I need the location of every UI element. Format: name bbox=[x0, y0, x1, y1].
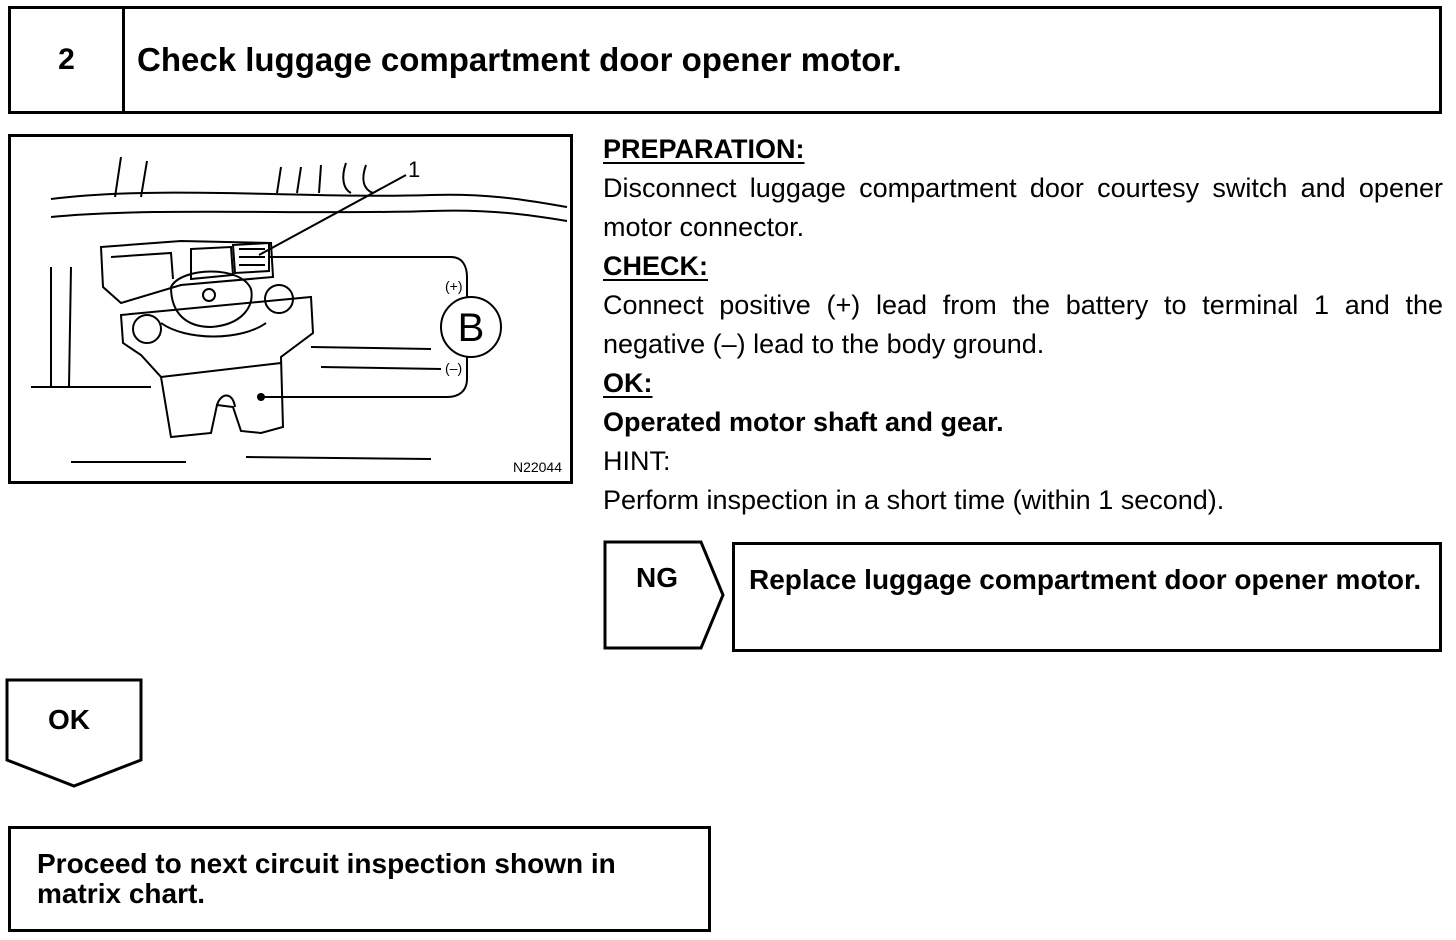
hint-text: Perform inspection in a short time (with… bbox=[603, 485, 1225, 515]
ok-label: OK bbox=[48, 704, 90, 735]
preparation-text: Disconnect luggage compartment door cour… bbox=[603, 173, 1443, 242]
opener-motor-illustration: 1 B (+) (–) N22044 bbox=[8, 134, 573, 484]
ok-result-text: Proceed to next circuit inspection shown… bbox=[37, 848, 616, 909]
ng-label: NG bbox=[636, 562, 678, 593]
positive-terminal-label: (+) bbox=[445, 278, 463, 294]
ng-result-box: Replace luggage compartment door opener … bbox=[732, 542, 1442, 652]
ng-result-text: Replace luggage compartment door opener … bbox=[749, 564, 1422, 595]
check-heading: CHECK: bbox=[603, 251, 708, 281]
step-header: 2 Check luggage compartment door opener … bbox=[8, 6, 1442, 114]
inspection-instructions: PREPARATION: Disconnect luggage compartm… bbox=[603, 130, 1443, 520]
opener-motor-drawing: 1 B (+) (–) bbox=[31, 156, 568, 463]
ok-arrow-shape bbox=[5, 678, 143, 788]
negative-terminal-label: (–) bbox=[445, 360, 462, 376]
check-text: Connect positive (+) lead from the batte… bbox=[603, 290, 1443, 359]
ok-heading: OK: bbox=[603, 368, 653, 398]
hint-heading: HINT: bbox=[603, 446, 671, 476]
ok-result-box: Proceed to next circuit inspection shown… bbox=[8, 826, 711, 932]
terminal-callout: 1 bbox=[408, 157, 420, 182]
step-number: 2 bbox=[11, 9, 125, 111]
preparation-heading: PREPARATION: bbox=[603, 134, 805, 164]
figure-code: N22044 bbox=[512, 459, 562, 475]
battery-label: B bbox=[458, 306, 485, 350]
ok-text: Operated motor shaft and gear. bbox=[603, 407, 1004, 437]
step-title: Check luggage compartment door opener mo… bbox=[137, 41, 902, 78]
ng-arrow-shape bbox=[603, 540, 725, 650]
